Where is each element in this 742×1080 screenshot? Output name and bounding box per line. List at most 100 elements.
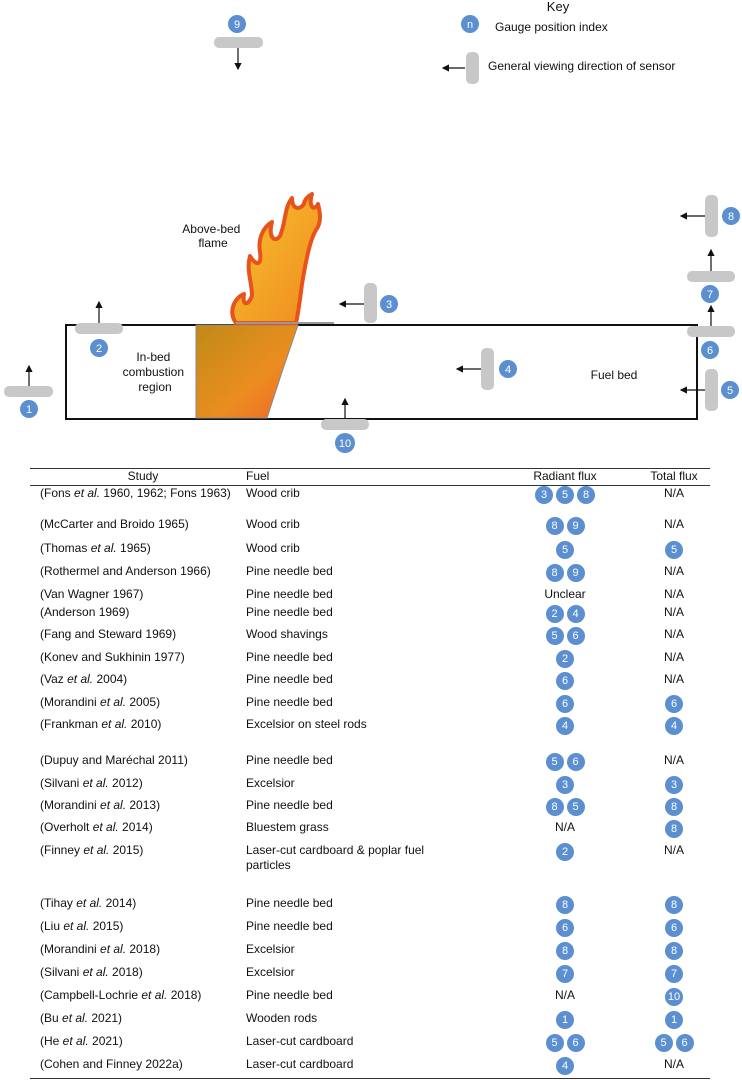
- study-text: (Anderson 1969): [40, 604, 130, 619]
- total-flux-cell: 6: [638, 694, 710, 717]
- gauge-badge: 4: [665, 716, 683, 735]
- total-flux-cell: N/A: [663, 586, 684, 601]
- svg-text:5: 5: [727, 385, 733, 397]
- gauge-badge: 6: [566, 752, 585, 771]
- fuel-cell: Wood crib: [246, 516, 300, 531]
- gauge-badge: 8: [665, 941, 683, 960]
- table-row: (Finney et al. 2015)Laser-cut cardboard …: [30, 842, 710, 896]
- gauge-badge: 4: [556, 1056, 574, 1075]
- study-text: 2015): [89, 918, 124, 933]
- fuel-bed-outline: [65, 324, 698, 420]
- total-flux-cell: 5: [638, 540, 710, 564]
- combustion-label: In-bed combustion region: [123, 350, 188, 394]
- key-sensor-icon: [441, 52, 479, 84]
- study-text: (McCarter and Broido 1965): [40, 516, 189, 531]
- study-cell: (Dupuy and Maréchal 2011): [30, 753, 246, 776]
- fuel-cell: Laser-cut cardboard: [246, 1033, 354, 1048]
- gauge-badge: 5: [556, 486, 574, 504]
- radiant-flux-cell: 4: [492, 1056, 638, 1079]
- study-text: (Fang and Steward 1969): [40, 626, 177, 641]
- gauge-7: 7: [687, 248, 735, 303]
- study-text: (Konev and Sukhinin 1977): [40, 649, 185, 664]
- radiant-flux-cell: 3: [492, 775, 638, 798]
- study-text: (Fons: [40, 486, 75, 500]
- study-text: (Van Wagner 1967): [40, 586, 144, 601]
- gauge-badge: 8: [665, 819, 683, 838]
- header-fuel: Fuel: [246, 468, 492, 486]
- total-flux-cell: 8: [638, 895, 710, 919]
- gauge-badge: 6: [556, 671, 574, 690]
- study-cell: (Van Wagner 1967): [30, 587, 246, 605]
- study-etal: et al.: [101, 716, 128, 731]
- study-text: (Rothermel and Anderson 1966): [40, 563, 211, 578]
- study-text: 1965): [116, 540, 151, 555]
- gauge-badge: 8: [556, 895, 574, 914]
- radiant-flux-cell: 2: [492, 649, 638, 672]
- study-text: (Overholt: [40, 819, 93, 834]
- study-text: 2018): [126, 941, 161, 956]
- total-flux-cell: N/A: [663, 604, 684, 619]
- study-text: 1960, 1962; Fons 1963): [100, 486, 231, 500]
- study-text: 2018): [108, 964, 143, 979]
- table-row: (Cohen and Finney 2022a)Laser-cut cardbo…: [30, 1056, 710, 1079]
- fuel-bed-label: Fuel bed: [591, 368, 638, 382]
- gauge-2: 2: [75, 300, 123, 357]
- fuel-cell: Wood crib: [246, 486, 300, 500]
- gauge-badge: 5: [654, 1033, 673, 1052]
- study-text: (Bu: [40, 1010, 63, 1025]
- study-text: (Campbell-Lochrie: [40, 987, 142, 1002]
- total-flux-cell: 3: [638, 775, 710, 798]
- study-cell: (Overholt et al. 2014): [30, 820, 246, 843]
- gauge-badge: 2: [556, 649, 574, 668]
- study-text: 2012): [108, 775, 143, 790]
- study-etal: et al.: [90, 540, 117, 555]
- gauge-badge: 5: [566, 797, 585, 816]
- study-cell: (Fons et al. 1960, 1962; Fons 1963): [30, 486, 246, 517]
- flame-label: Above-bed flame: [182, 222, 243, 250]
- study-cell: (Vaz et al. 2004): [30, 672, 246, 695]
- gauge-badge: 8: [545, 516, 564, 535]
- study-cell: (He et al. 2021): [30, 1034, 246, 1057]
- fuel-cell: Pine needle bed: [246, 694, 333, 709]
- total-flux-cell: N/A: [638, 1056, 710, 1079]
- gauge-badge: 10: [665, 987, 683, 1006]
- study-text: 2021): [88, 1010, 123, 1025]
- study-etal: et al.: [76, 895, 103, 910]
- study-text: (Morandini: [40, 694, 101, 709]
- fuel-cell: Pine needle bed: [246, 987, 333, 1002]
- study-text: 2021): [88, 1033, 123, 1048]
- gauge-6: 6: [687, 304, 735, 359]
- study-cell: (Anderson 1969): [30, 605, 246, 627]
- total-flux-cell: 8: [638, 797, 710, 820]
- study-cell: (Tihay et al. 2014): [30, 896, 246, 919]
- study-cell: (Rothermel and Anderson 1966): [30, 564, 246, 587]
- total-flux-cell: 1: [638, 1010, 710, 1034]
- study-text: 2005): [126, 694, 161, 709]
- gauge-badge: 8: [577, 486, 595, 504]
- gauge-badge: 5: [545, 1033, 564, 1052]
- radiant-flux-cell: 4: [492, 716, 638, 753]
- table-header-row: Study Fuel Radiant flux Total flux: [30, 468, 710, 486]
- study-cell: (Liu et al. 2015): [30, 919, 246, 942]
- study-etal: et al.: [100, 797, 127, 812]
- study-cell: (Morandini et al. 2018): [30, 942, 246, 965]
- study-text: (Dupuy and Maréchal 2011): [40, 752, 188, 767]
- total-flux-cell: 8: [638, 819, 710, 843]
- svg-text:8: 8: [728, 211, 734, 223]
- svg-text:10: 10: [339, 438, 351, 450]
- header-radiant-flux: Radiant flux: [492, 468, 638, 486]
- gauge-badge: 8: [545, 797, 564, 816]
- study-text: (Frankman: [40, 716, 102, 731]
- gauge-badge: 6: [556, 694, 574, 713]
- flame-icon: [230, 192, 334, 325]
- gauge-badge: 8: [545, 563, 564, 582]
- fuel-cell: Pine needle bed: [246, 918, 333, 933]
